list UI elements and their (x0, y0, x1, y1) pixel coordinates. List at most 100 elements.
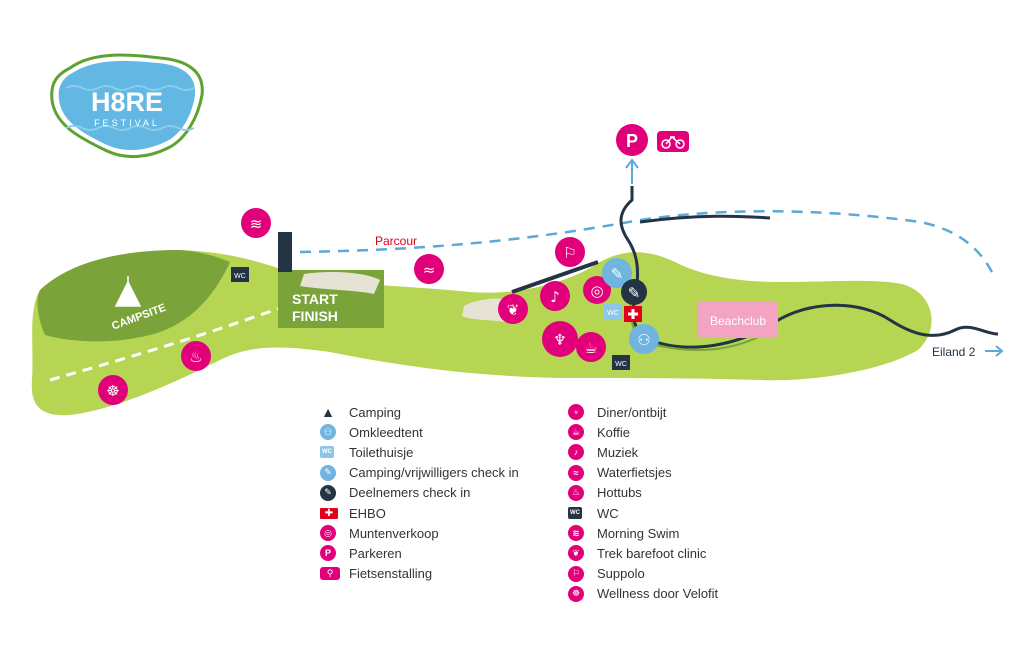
eiland-label: Eiland 2 (932, 345, 976, 359)
legend-item: ⚲ Fietsenstalling (320, 564, 519, 584)
hottub-marker[interactable] (181, 341, 211, 371)
coin-icon: ◎ (320, 525, 336, 542)
music-icon: ♪ (550, 288, 560, 306)
volunteer-checkin-icon: ✎ (320, 464, 336, 481)
legend-label: Fietsenstalling (349, 566, 433, 582)
participant-checkin-marker[interactable] (621, 279, 647, 305)
coffee-marker[interactable] (576, 332, 606, 362)
legend-item: WC WC (568, 503, 718, 523)
legend-item: ✎ Deelnemers check in (320, 483, 519, 503)
bike-parking-marker[interactable] (657, 131, 689, 152)
toilet-marker[interactable] (604, 304, 622, 320)
changing-tent-icon: ⚇ (637, 331, 650, 349)
wc-icon: WC (568, 507, 582, 520)
legend-item: ⚇ Omkleedtent (320, 422, 519, 442)
legend-label: Parkeren (349, 545, 402, 561)
legend-item: ◎Muntenverkoop (320, 523, 519, 543)
wellness-marker[interactable] (98, 375, 128, 405)
legend-label: Camping/vrijwilligers check in (349, 465, 519, 481)
coin-icon: ◎ (590, 282, 603, 300)
bike-parking-icon: ⚲ (320, 567, 340, 581)
legend-label: Morning Swim (597, 525, 680, 541)
swim-icon: ≋ (568, 525, 584, 542)
water-bike-icon: ≈ (568, 464, 584, 481)
wc-marker-south-label: WC (615, 361, 627, 368)
dining-marker[interactable] (542, 321, 578, 357)
music-icon: ♪ (568, 444, 584, 461)
coffee-icon: ☕ (568, 424, 584, 441)
walking-path (49, 306, 281, 382)
north-arrow (625, 158, 639, 184)
footprint-icon: ❦ (568, 545, 584, 562)
suppolo-icon: ⚐ (563, 244, 576, 262)
legend-label: Camping (349, 404, 402, 420)
legend-label: Hottubs (597, 485, 642, 501)
music-marker[interactable] (540, 281, 570, 311)
jetty (511, 260, 599, 294)
finish-label: FINISH (292, 308, 338, 324)
legend-label: Toilethuisje (349, 444, 414, 460)
legend-item: ☕ Koffie (568, 422, 718, 442)
participant-checkin-icon: ✎ (320, 484, 336, 501)
toilet-marker-label: WC (607, 310, 619, 317)
campsite-tent-icon (114, 276, 142, 307)
beachclub (698, 302, 778, 338)
legend-item: ▲ Camping (320, 402, 519, 422)
legend-label: Koffie (597, 424, 631, 440)
swim-icon: ≋ (250, 215, 263, 233)
start-tower (278, 232, 292, 272)
coin-marker[interactable] (583, 276, 611, 304)
legend-item: ♨Hottubs (568, 483, 718, 503)
legend-label: Diner/ontbijt (597, 404, 667, 420)
legend-label: Omkleedtent (349, 424, 423, 440)
footprint-icon: ❦ (507, 301, 520, 319)
water-bike-icon: ≈ (423, 261, 436, 279)
legend-right: ♆ Diner/ontbijt ☕ Koffie ♪ Muziek ≈Waterfietsj… (568, 402, 718, 604)
legend-item: ✎ Camping/vrijwilligers check in (320, 463, 519, 483)
legend-label: Wellness door Velofit (597, 586, 719, 602)
legend-label: Trek barefoot clinic (597, 545, 707, 561)
parcour-label: Parcour (375, 234, 417, 248)
bike-icon (661, 135, 685, 149)
legend-item: ≈Waterfietsjes (568, 463, 718, 483)
legend-item: WC Toilethuisje (320, 442, 519, 462)
legend-item: ✚ EHBO (320, 503, 519, 523)
volunteer-checkin-marker[interactable] (602, 258, 632, 288)
legend-label: EHBO (349, 505, 386, 521)
beachclub-label: Beachclub (710, 314, 766, 328)
parcour-route (299, 209, 994, 273)
wc-marker-south[interactable] (612, 355, 630, 370)
legend-label: Muziek (597, 444, 639, 460)
dining-icon: ♆ (553, 331, 566, 349)
start-label: START (292, 291, 338, 307)
island (31, 250, 932, 416)
legend-item: ♆ Diner/ontbijt (568, 402, 718, 422)
first-aid-cross (628, 309, 638, 319)
wc-marker-campsite[interactable] (231, 267, 249, 282)
legend-item: ❦ Trek barefoot clinic (568, 543, 718, 563)
legend-label: Deelnemers check in (349, 485, 471, 501)
footprint-marker[interactable] (498, 294, 528, 324)
logo-subtitle: FESTIVAL (94, 118, 160, 128)
tent-icon: ▲ (321, 404, 335, 421)
hottub-icon: ♨ (189, 348, 202, 366)
beach-strip (300, 272, 380, 294)
suppolo-marker[interactable] (555, 237, 585, 267)
eiland-arrow (985, 345, 1004, 357)
parking-marker[interactable] (616, 124, 648, 156)
water-bike-marker[interactable] (414, 254, 444, 284)
coffee-icon: ☕ (584, 339, 597, 357)
changing-tent-marker[interactable] (629, 324, 659, 354)
first-aid-icon: ✚ (320, 507, 338, 519)
dining-icon: ♆ (568, 404, 584, 421)
toilet-icon: WC (320, 446, 334, 459)
logo: H8RE FESTIVAL (50, 53, 204, 159)
supsurf-icon: ⚐ (568, 565, 584, 582)
swim-marker[interactable] (241, 208, 271, 238)
volunteer-checkin-icon: ✎ (611, 265, 624, 283)
changing-tent-icon: ⚇ (320, 424, 336, 441)
legend-label: WC (597, 505, 619, 521)
wellness-icon: ☸ (568, 585, 584, 602)
